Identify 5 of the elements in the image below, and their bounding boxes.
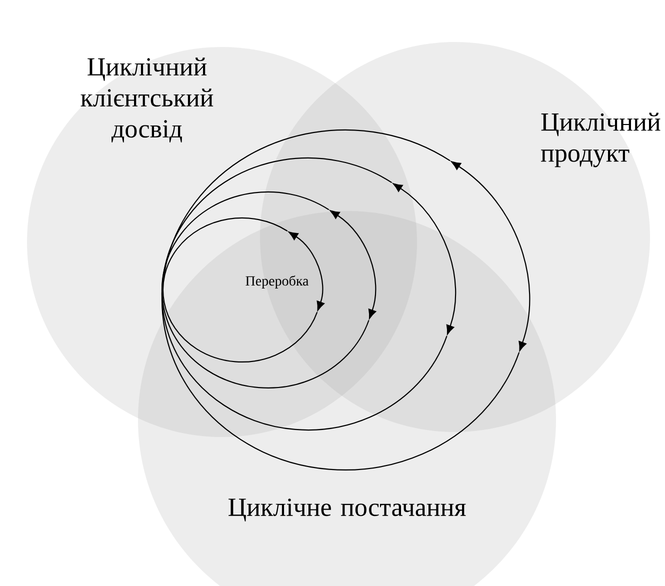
region-label: Циклічне постачання — [228, 498, 466, 522]
center-label: Переробка — [246, 275, 309, 288]
region-label: Циклічний продукт — [541, 112, 660, 168]
region-label: Циклічний клієнтський досвід — [80, 58, 214, 142]
circle-region — [138, 211, 556, 586]
